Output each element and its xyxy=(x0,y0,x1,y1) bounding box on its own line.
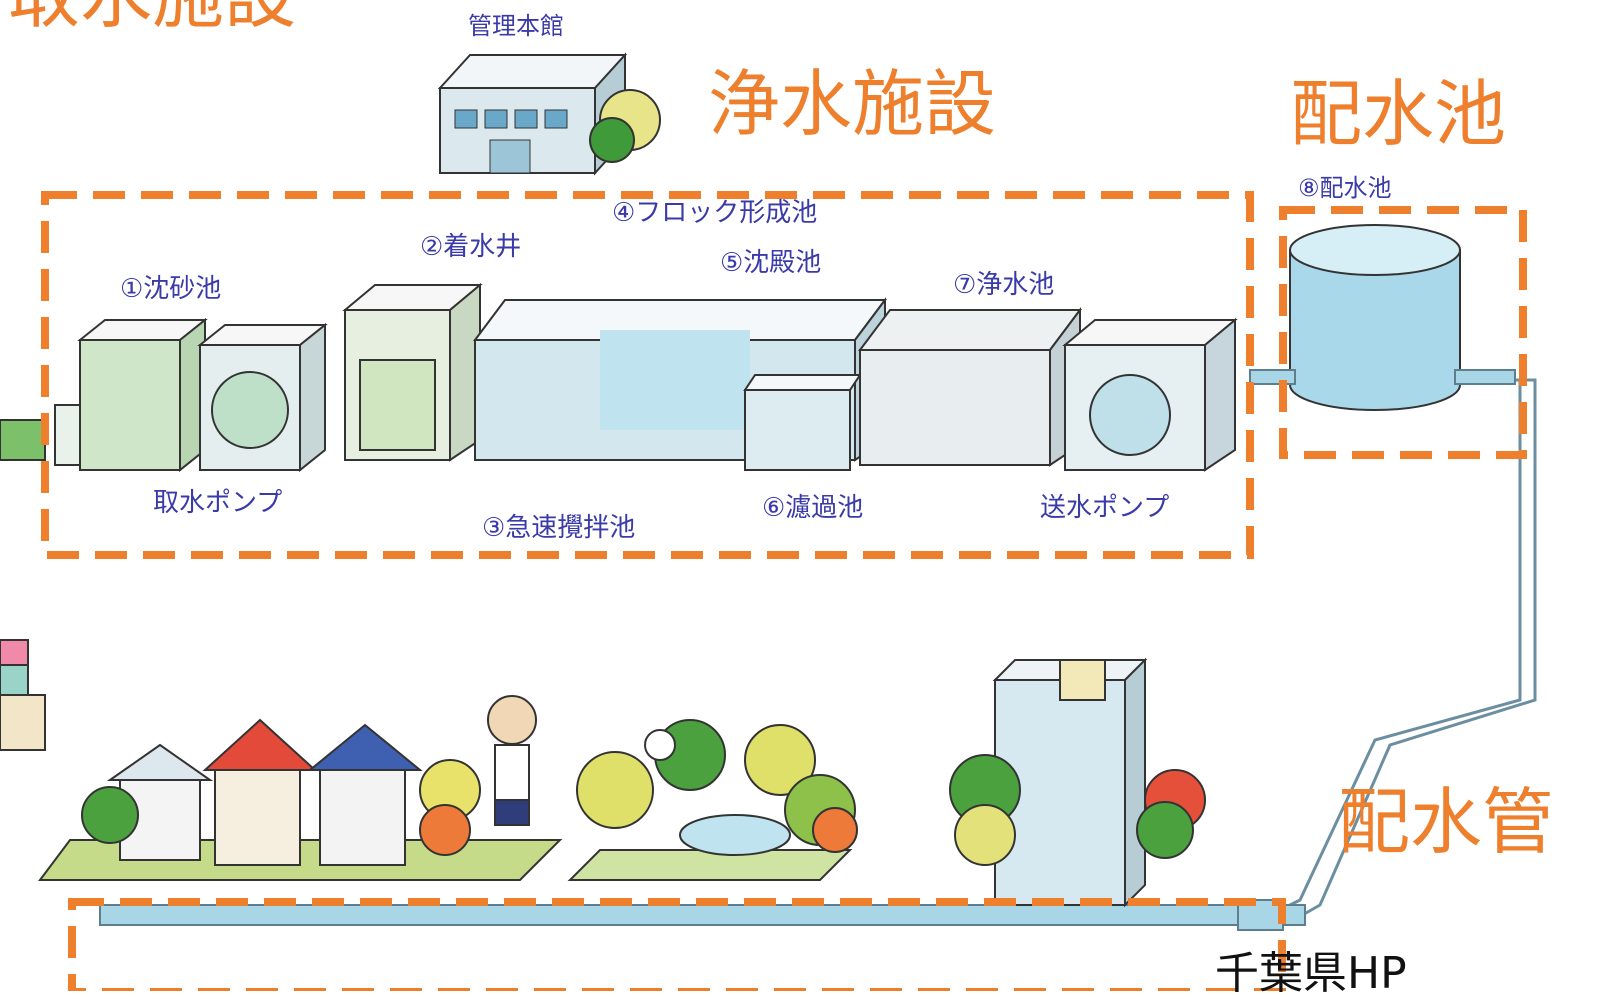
treatment-plant-sketch xyxy=(54,282,1238,473)
purification-frame xyxy=(41,191,1254,559)
transmission-pump-label: 送水ポンプ xyxy=(1040,493,1170,523)
left-edge-structures xyxy=(0,419,46,751)
step6-label: ⑥濾過池 xyxy=(762,493,864,523)
pipe-frame xyxy=(68,898,1286,991)
houses-sketch xyxy=(38,695,563,881)
reservoir-frame xyxy=(1279,206,1527,459)
step5-label: ⑤沈殿池 xyxy=(720,248,822,278)
reservoir-tank xyxy=(1249,224,1516,411)
distribution-pipe-label: 配水管 xyxy=(1338,780,1555,864)
step1-label: ①沈砂池 xyxy=(120,274,222,304)
intake-pump-label: 取水ポンプ xyxy=(153,488,283,518)
step3-label: ③急速攪拌池 xyxy=(482,513,636,543)
step8-label: ⑧配水池 xyxy=(1298,174,1392,202)
step4-label: ④フロック形成池 xyxy=(612,198,818,228)
dashed-frames xyxy=(41,191,1527,991)
distribution-reservoir-label: 配水池 xyxy=(1290,72,1507,156)
source-credit: 千葉県HP xyxy=(1215,948,1407,999)
park-sketch xyxy=(567,719,858,881)
step7-label: ⑦浄水池 xyxy=(953,270,1055,300)
purification-facility-label: 浄水施設 xyxy=(708,62,997,146)
intake-facility-label: 取水施設 xyxy=(8,0,296,32)
step2-label: ②着水井 xyxy=(420,232,522,262)
office-building xyxy=(949,657,1206,908)
admin-building xyxy=(437,52,661,176)
admin-building-label: 管理本館 xyxy=(468,12,564,40)
